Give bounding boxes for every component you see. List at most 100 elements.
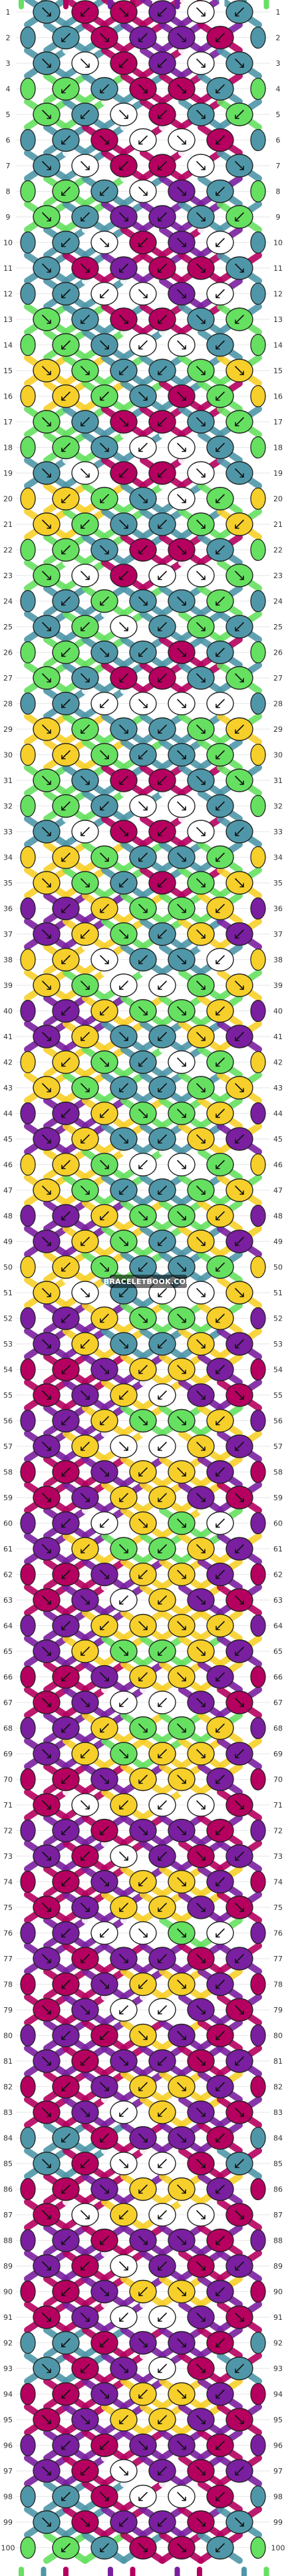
knot-direction-arrow — [196, 1442, 206, 1451]
knot-direction-arrow — [138, 391, 148, 401]
knot-direction-arrow — [235, 827, 244, 836]
edge-knot-left — [20, 180, 36, 203]
knot-direction-arrow — [215, 699, 225, 709]
knot-direction-arrow — [61, 1877, 71, 1887]
row-number-left: 77 — [3, 1955, 13, 1963]
knot-direction-arrow — [235, 520, 244, 529]
knot-direction-arrow — [42, 212, 51, 222]
edge-knot-left — [20, 1153, 36, 1176]
edge-knot-right — [250, 2382, 266, 2406]
row-number-right: 56 — [273, 1417, 283, 1426]
knot-direction-arrow — [42, 1903, 51, 1912]
edge-knot-right — [250, 2280, 266, 2303]
knot-direction-arrow — [235, 1083, 244, 1092]
knot-direction-arrow — [215, 903, 225, 913]
knot-direction-arrow — [177, 1774, 186, 1784]
knot-direction-arrow — [100, 1979, 109, 1989]
knot-direction-arrow — [138, 1569, 148, 1579]
row-number-right: 29 — [273, 725, 283, 734]
knot-direction-arrow — [119, 315, 128, 324]
row-number-right: 67 — [273, 1698, 283, 1707]
knot-direction-arrow — [119, 2056, 128, 2066]
knot-direction-arrow — [158, 1032, 167, 1041]
knot-direction-arrow — [119, 2313, 128, 2322]
knot-direction-arrow — [177, 1057, 186, 1067]
knot-direction-arrow — [158, 520, 167, 529]
edge-knot-right — [250, 999, 266, 1023]
row-number-right: 24 — [273, 597, 283, 606]
knot-direction-arrow — [177, 1262, 186, 1272]
edge-knot-left — [20, 1050, 36, 1074]
knot-direction-arrow — [138, 1211, 148, 1221]
knot-direction-arrow — [80, 2415, 90, 2424]
knot-direction-arrow — [158, 2108, 167, 2117]
knot-direction-arrow — [158, 110, 167, 119]
knot-direction-arrow — [177, 903, 186, 913]
knot-direction-arrow — [138, 2235, 148, 2245]
edge-knot-left — [20, 794, 36, 818]
row-number-right: 97 — [273, 2467, 283, 2476]
edge-knot-left — [20, 2280, 36, 2303]
row-number-right: 49 — [273, 1237, 283, 1246]
knot-direction-arrow — [42, 1442, 51, 1451]
knot-direction-arrow — [100, 1877, 109, 1887]
knot-direction-arrow — [235, 2517, 244, 2527]
knot-direction-arrow — [42, 2261, 51, 2271]
knot-direction-arrow — [119, 622, 128, 631]
edge-knot-right — [250, 1768, 266, 1791]
row-number-left: 26 — [3, 649, 13, 657]
row-number-right: 81 — [273, 2057, 283, 2066]
knot-direction-arrow — [177, 2235, 186, 2245]
knot-direction-arrow — [61, 1672, 71, 1682]
knot-direction-arrow — [80, 1032, 90, 1041]
knot-direction-arrow — [215, 1006, 225, 1016]
knot-direction-arrow — [235, 2159, 244, 2168]
row-number-right: 82 — [273, 2083, 283, 2092]
knot-direction-arrow — [80, 1390, 90, 1400]
row-number-left: 27 — [3, 674, 13, 683]
knot-direction-arrow — [235, 110, 244, 119]
knot-direction-arrow — [196, 2466, 206, 2476]
knot-direction-arrow — [138, 852, 148, 862]
knot-direction-arrow — [119, 878, 128, 887]
edge-knot-right — [250, 1307, 266, 1330]
knot-direction-arrow — [42, 827, 51, 836]
knot-direction-arrow — [42, 981, 51, 990]
knot-direction-arrow — [215, 1672, 225, 1682]
knot-direction-arrow — [61, 647, 71, 657]
knot-direction-arrow — [61, 442, 71, 452]
knot-direction-arrow — [80, 468, 90, 478]
edge-knot-left — [20, 589, 36, 613]
row-number-left: 42 — [3, 1058, 13, 1067]
knot-direction-arrow — [80, 776, 90, 785]
edge-knot-left — [20, 333, 36, 357]
row-number-right: 53 — [273, 1340, 283, 1349]
row-number-left: 17 — [3, 418, 13, 426]
edge-knot-right — [250, 1819, 266, 1842]
row-number-right: 5 — [276, 110, 281, 119]
edge-knot-left — [20, 128, 36, 152]
knot-direction-arrow — [42, 1852, 51, 1861]
knot-direction-arrow — [196, 878, 206, 887]
knot-direction-arrow — [119, 417, 128, 426]
edge-knot-left — [20, 2024, 36, 2047]
edge-knot-left — [20, 538, 36, 562]
knot-direction-arrow — [215, 2082, 225, 2092]
row-number-left: 32 — [3, 802, 13, 811]
knot-direction-arrow — [138, 1416, 148, 1426]
knot-direction-arrow — [235, 1749, 244, 1758]
knot-direction-arrow — [158, 366, 167, 375]
knot-direction-arrow — [42, 929, 51, 939]
knot-direction-arrow — [42, 1954, 51, 1963]
knot-direction-arrow — [196, 981, 206, 990]
edge-knot-left — [20, 77, 36, 100]
knot-direction-arrow — [215, 750, 225, 760]
row-number-left: 64 — [3, 1622, 13, 1631]
knot-direction-arrow — [61, 1313, 71, 1323]
row-number-right: 86 — [273, 2185, 283, 2194]
knot-direction-arrow — [235, 417, 244, 426]
knot-direction-arrow — [196, 1032, 206, 1041]
edge-knot-right — [250, 1204, 266, 1227]
row-number-left: 25 — [3, 623, 13, 631]
